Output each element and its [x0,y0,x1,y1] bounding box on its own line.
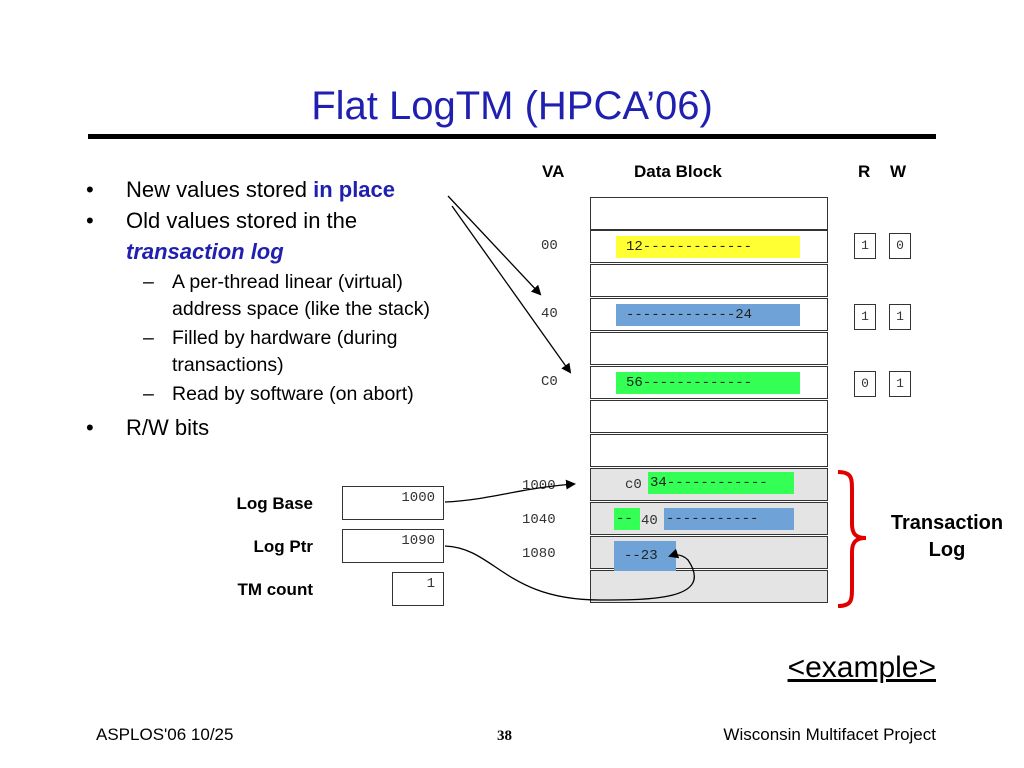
dash-glyph: – [143,383,154,405]
bullet-rw-bits: • R/W bits [86,412,466,443]
example-link[interactable]: <example> [787,651,936,684]
log-addr-1040: 1040 [522,512,556,528]
page-number: 38 [497,728,512,744]
va-header: VA [542,162,565,181]
r-bit: 1 [854,304,876,330]
log-entry-value: --23 [614,541,676,571]
title-rule [88,134,936,139]
log-ptr-register: 1090 [342,529,444,563]
data-block-row [590,332,828,365]
r-header: R [858,162,871,181]
log-entry-value: -- [614,508,640,530]
bullet-glyph: • [86,208,94,233]
tm-count-register: 1 [392,572,444,606]
log-addr-1080: 1080 [522,546,556,562]
r-bit: 1 [854,233,876,259]
highlight-in-place: in place [313,177,396,202]
highlight-transaction-log: transaction log [126,239,284,264]
sub-bullet-read-by-sw: – Read by software (on abort) [86,381,466,408]
sub-bullet-text: address space (like the stack) [172,298,430,320]
arrow-in-place [447,195,542,296]
bullet-old-values: • Old values stored in the transaction l… [86,205,466,267]
arrow-log-base [444,479,576,503]
va-label-40: 40 [541,306,558,322]
sub-bullet-per-thread: – A per-thread linear (virtual) address … [86,269,466,323]
sub-bullet-text: Read by software (on abort) [172,383,414,405]
bullet-glyph: • [86,415,94,440]
brace-icon [837,470,867,608]
log-entry-value: ----------- [664,508,794,530]
transaction-log-label: Transaction Log [890,512,1004,561]
data-value-00: 12------------- [616,236,800,258]
dash-glyph: – [143,327,154,349]
log-ptr-label: Log Ptr [253,537,314,556]
w-bit: 1 [889,371,911,397]
bullet-text: Old values stored in the [126,208,358,233]
log-entry-value: 34------------ [648,472,794,494]
bullet-glyph: • [86,177,94,202]
va-label-00: 00 [541,238,558,254]
w-header: W [890,162,907,181]
data-block-row [590,434,828,467]
sub-bullet-text: A per-thread linear (virtual) [172,271,403,293]
log-entry-address: c0 [625,477,642,493]
arrow-log-ptr [444,545,695,601]
log-entry-address: 40 [641,513,658,529]
footer-right: Wisconsin Multifacet Project [723,725,936,744]
data-value-40: -------------24 [616,304,800,326]
bullet-text: New values stored [126,177,314,202]
data-block-header: Data Block [634,162,722,181]
data-block-row [590,400,828,433]
slide-title: Flat LogTM (HPCA’06) [311,84,713,128]
sub-bullet-text: transactions) [172,354,284,376]
footer-left: ASPLOS'06 10/25 [96,725,234,744]
log-base-label: Log Base [236,494,313,513]
data-block-row [590,197,828,230]
va-label-c0: C0 [541,374,558,390]
bullet-new-values: • New values stored in place [86,174,466,205]
sub-bullet-filled-by-hw: – Filled by hardware (during transaction… [86,325,466,379]
log-row [590,570,828,603]
data-block-row [590,264,828,297]
log-base-register: 1000 [342,486,444,520]
data-value-c0: 56------------- [616,372,800,394]
w-bit: 1 [889,304,911,330]
tm-count-label: TM count [237,580,313,599]
bullet-text: R/W bits [126,415,210,440]
r-bit: 0 [854,371,876,397]
bullet-list: • New values stored in place • Old value… [86,174,466,443]
arrow-transaction-log [451,205,572,374]
dash-glyph: – [143,271,154,293]
w-bit: 0 [889,233,911,259]
sub-bullet-text: Filled by hardware (during [172,327,398,349]
